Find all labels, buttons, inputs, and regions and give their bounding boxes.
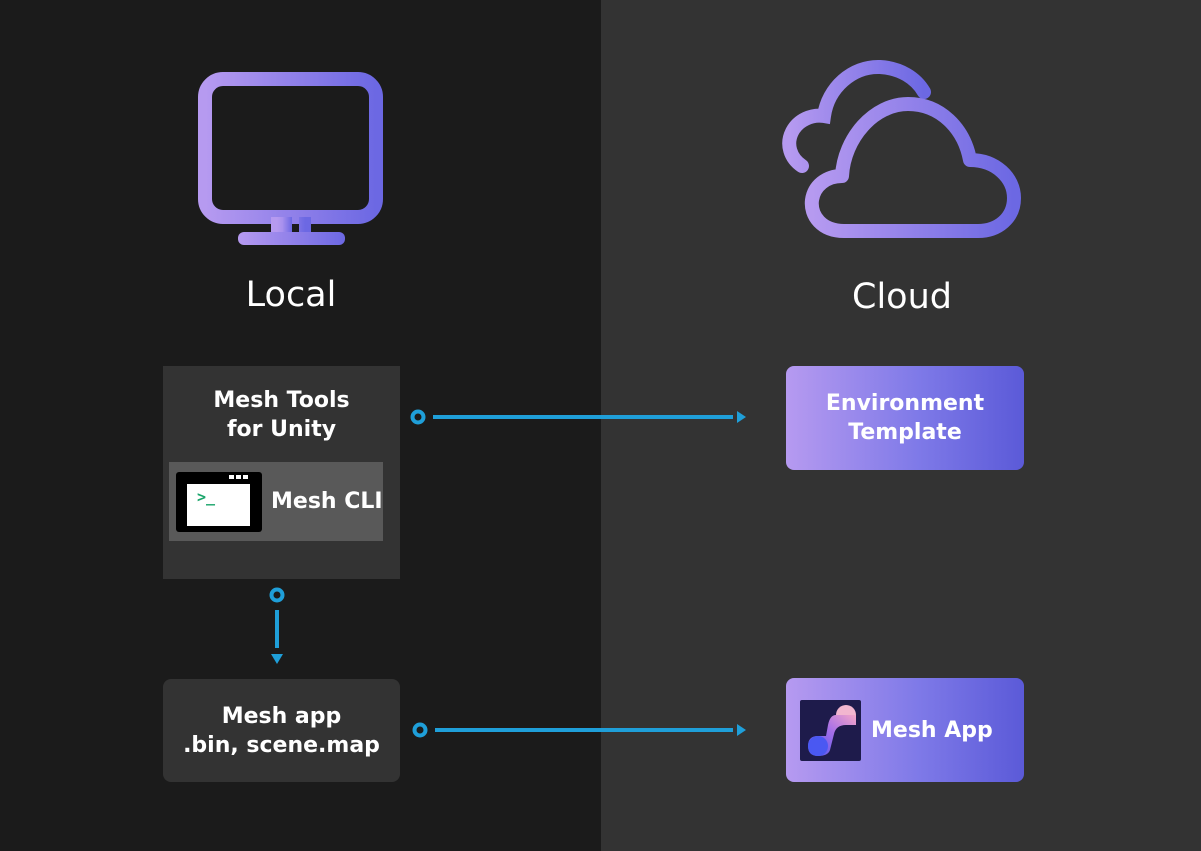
environment-template-box: Environment Template — [786, 366, 1024, 470]
environment-template-line2: Template — [848, 420, 962, 445]
mesh-logo-icon — [800, 699, 861, 761]
mesh-cli-row: >_ Mesh CLI — [169, 462, 383, 541]
mesh-app-file-line2: .bin, scene.map — [183, 732, 380, 758]
environment-template-line1: Environment — [825, 391, 985, 416]
terminal-prompt: >_ — [187, 483, 250, 526]
monitor-icon — [198, 72, 383, 245]
mesh-app-cloud-box: Mesh App — [786, 678, 1024, 782]
mesh-app-label: Mesh App — [871, 717, 993, 743]
terminal-icon: >_ — [176, 471, 262, 532]
connector-app-to-cloud — [412, 722, 746, 738]
cloud-label: Cloud — [852, 277, 952, 317]
mesh-tools-title: Mesh Tools for Unity — [213, 386, 349, 444]
mesh-cli-label: Mesh CLI — [271, 489, 383, 514]
mesh-tools-line1: Mesh Tools — [213, 388, 350, 413]
local-label: Local — [245, 275, 337, 315]
cloud-icon — [782, 60, 1021, 238]
mesh-tools-line2: for Unity — [226, 417, 337, 442]
connector-tools-to-app — [269, 587, 285, 664]
mesh-app-file-box: Mesh app .bin, scene.map — [163, 679, 400, 782]
mesh-app-file-line1: Mesh app — [221, 703, 342, 729]
connector-tools-to-environment — [410, 409, 746, 425]
